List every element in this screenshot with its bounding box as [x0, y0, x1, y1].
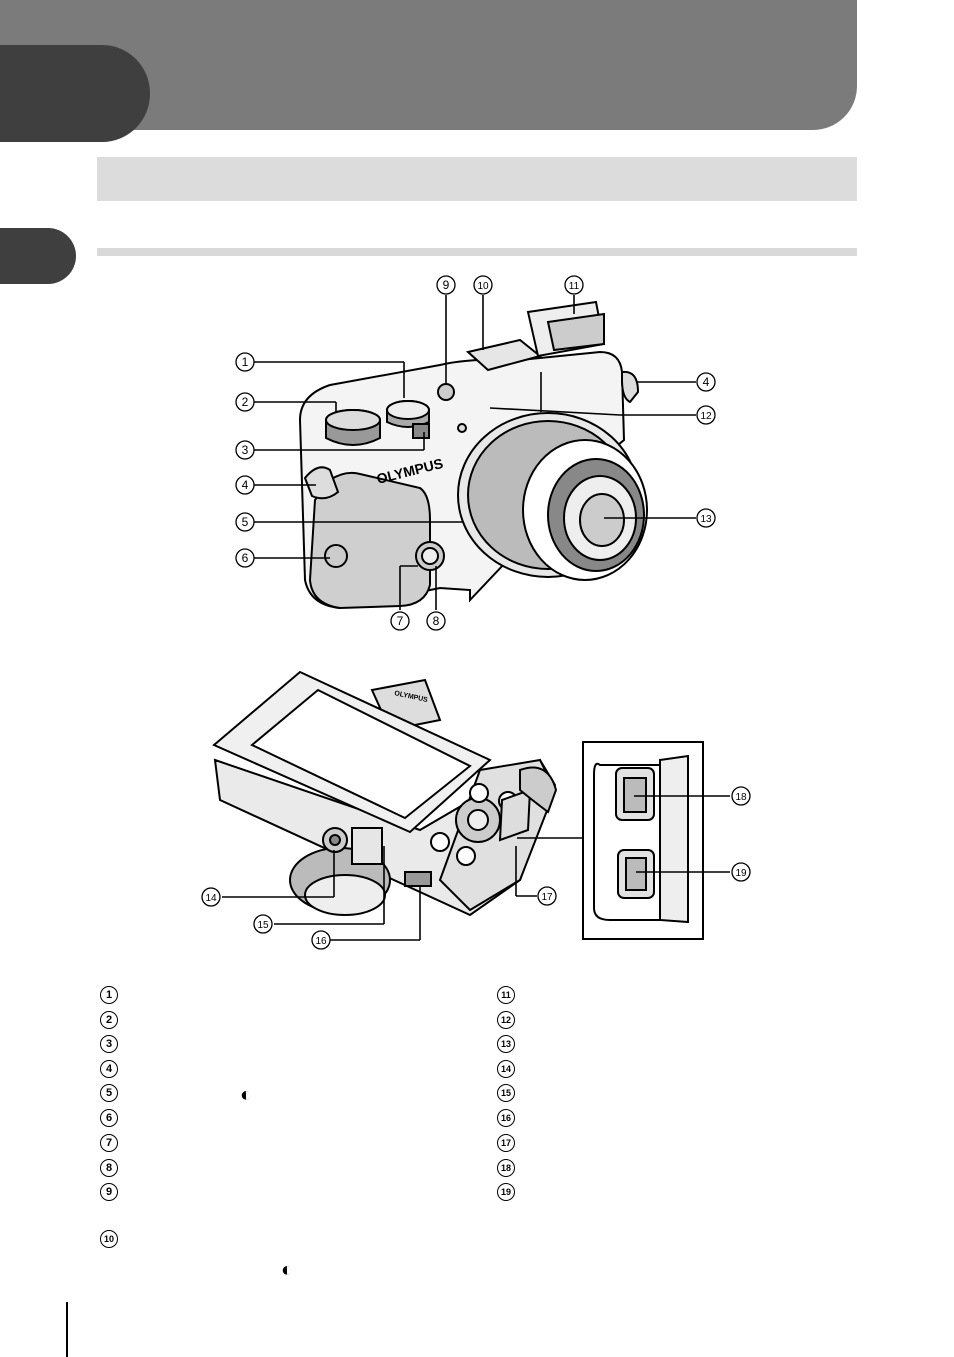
- callout-6: 6: [242, 551, 249, 565]
- back-callouts: 14 15 16 17 18 19: [201, 786, 751, 950]
- callout-4-right: 4: [703, 375, 710, 389]
- legend-num-2: 2: [100, 1011, 118, 1029]
- callout-14: 14: [205, 893, 217, 904]
- control-ring-icon: ◐: [240, 1084, 253, 1106]
- legend-num-17: 17: [497, 1134, 515, 1152]
- page-margin-rule: [66, 1302, 68, 1357]
- callout-7: 7: [397, 614, 404, 628]
- camera-parts-illustration: OLYMPUS 1 2 3 4 5 6 7 8 9 10 11 12 13 4: [201, 275, 751, 950]
- legend-num-4: 4: [100, 1060, 118, 1078]
- callout-16: 16: [315, 936, 327, 947]
- callout-12: 12: [700, 411, 712, 422]
- front-callouts: 1 2 3 4 5 6 7 8 9 10 11 12 13 4: [235, 275, 716, 631]
- callout-11: 11: [569, 281, 580, 292]
- callout-1: 1: [242, 355, 249, 369]
- callout-19: 19: [735, 868, 747, 879]
- section-title-bar: [97, 157, 857, 201]
- callout-15: 15: [257, 920, 269, 931]
- camera-back-view: [212, 670, 558, 917]
- callout-8: 8: [433, 614, 440, 628]
- legend-num-11: 11: [497, 986, 515, 1004]
- legend-num-9: 9: [100, 1183, 118, 1201]
- chapter-tab: [0, 45, 150, 142]
- legend-num-14: 14: [497, 1060, 515, 1078]
- callout-13: 13: [700, 514, 712, 525]
- port-inset: [582, 741, 704, 940]
- legend-num-19: 19: [497, 1183, 515, 1201]
- legend-num-10: 10: [100, 1230, 118, 1248]
- legend-num-13: 13: [497, 1035, 515, 1053]
- legend-num-16: 16: [497, 1109, 515, 1127]
- callout-2: 2: [242, 395, 249, 409]
- legend-num-18: 18: [497, 1159, 515, 1177]
- callout-3: 3: [242, 443, 249, 457]
- callout-10: 10: [477, 281, 489, 292]
- chapter-side-tab: [0, 228, 76, 284]
- legend-num-5: 5: [100, 1084, 118, 1102]
- callout-5: 5: [242, 515, 249, 529]
- callout-18: 18: [735, 792, 747, 803]
- legend-num-1: 1: [100, 986, 118, 1004]
- callout-9: 9: [443, 278, 450, 292]
- legend-num-3: 3: [100, 1035, 118, 1053]
- callout-17: 17: [541, 892, 553, 903]
- legend-num-6: 6: [100, 1109, 118, 1127]
- legend-num-7: 7: [100, 1134, 118, 1152]
- callout-4-left: 4: [242, 478, 249, 492]
- legend-num-12: 12: [497, 1011, 515, 1029]
- subsection-rule: [97, 248, 857, 256]
- legend-num-8: 8: [100, 1159, 118, 1177]
- control-ring-icon-2: ◐: [281, 1259, 294, 1281]
- legend-num-15: 15: [497, 1084, 515, 1102]
